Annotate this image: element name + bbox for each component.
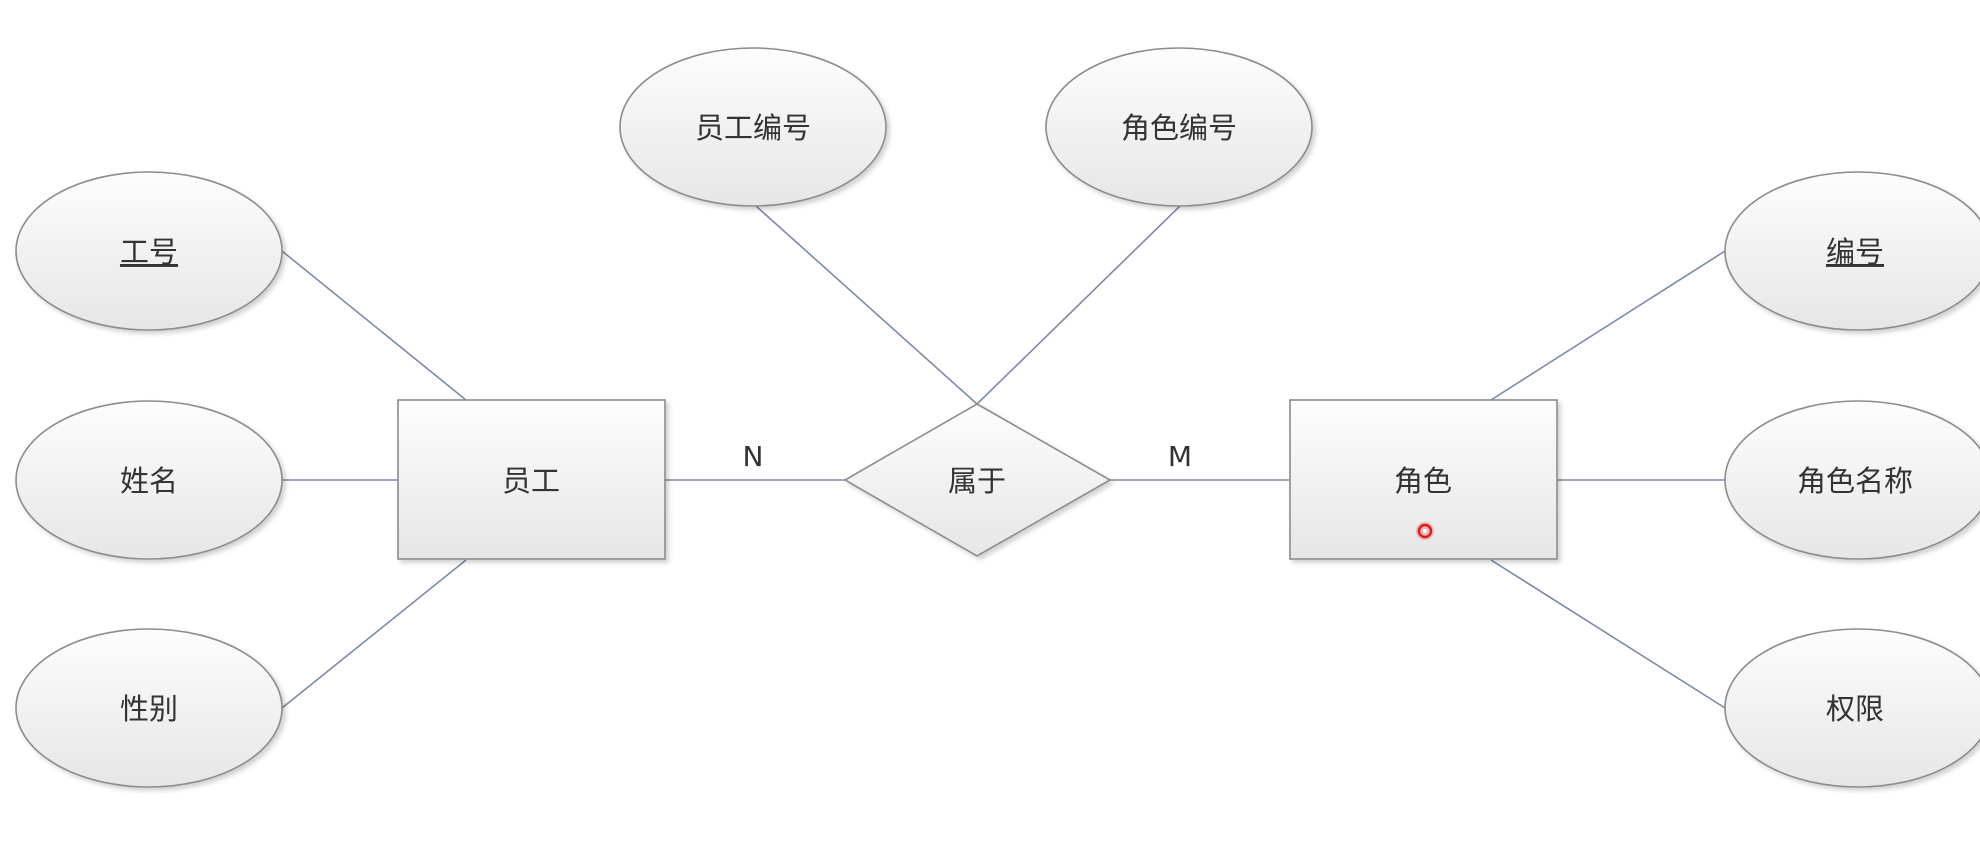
connector-role-perm: [1490, 559, 1726, 709]
attribute-emp-name[interactable]: 姓名: [15, 400, 283, 560]
connector-role-no: [1490, 250, 1726, 401]
attribute-role-perm[interactable]: 权限: [1724, 628, 1980, 788]
attribute-label: 角色编号: [1121, 111, 1237, 145]
attribute-rel-role-id[interactable]: 角色编号: [1045, 47, 1313, 207]
attribute-role-no[interactable]: 编号: [1724, 171, 1980, 331]
attribute-label: 员工编号: [695, 111, 811, 145]
connector-rel-role-id: [976, 205, 1181, 405]
entity-label: 员工: [502, 464, 560, 498]
entity-label: 角色: [1394, 464, 1452, 498]
cursor-indicator-icon: [1416, 522, 1434, 540]
connector-rel-emp-id: [755, 205, 978, 405]
attribute-label: 角色名称: [1797, 464, 1913, 498]
relationship-belongs[interactable]: 属于: [843, 403, 1112, 557]
relationship-label: 属于: [948, 464, 1006, 498]
attribute-label: 工号: [120, 235, 178, 269]
entity-employee[interactable]: 员工: [397, 399, 666, 560]
entity-role[interactable]: 角色: [1289, 399, 1558, 560]
cardinality-employee: N: [743, 440, 764, 473]
attribute-label: 性别: [120, 692, 178, 726]
connector-emp-no: [281, 250, 467, 401]
attribute-emp-gender[interactable]: 性别: [15, 628, 283, 788]
cardinality-role: M: [1168, 440, 1192, 473]
attribute-emp-no[interactable]: 工号: [15, 171, 283, 331]
connectors: [281, 205, 1726, 709]
attribute-label: 姓名: [120, 464, 178, 498]
attribute-rel-emp-id[interactable]: 员工编号: [619, 47, 887, 207]
connector-emp-gender: [281, 559, 467, 709]
attribute-label: 权限: [1826, 692, 1884, 726]
attribute-role-name[interactable]: 角色名称: [1724, 400, 1980, 560]
attribute-label: 编号: [1826, 235, 1884, 269]
